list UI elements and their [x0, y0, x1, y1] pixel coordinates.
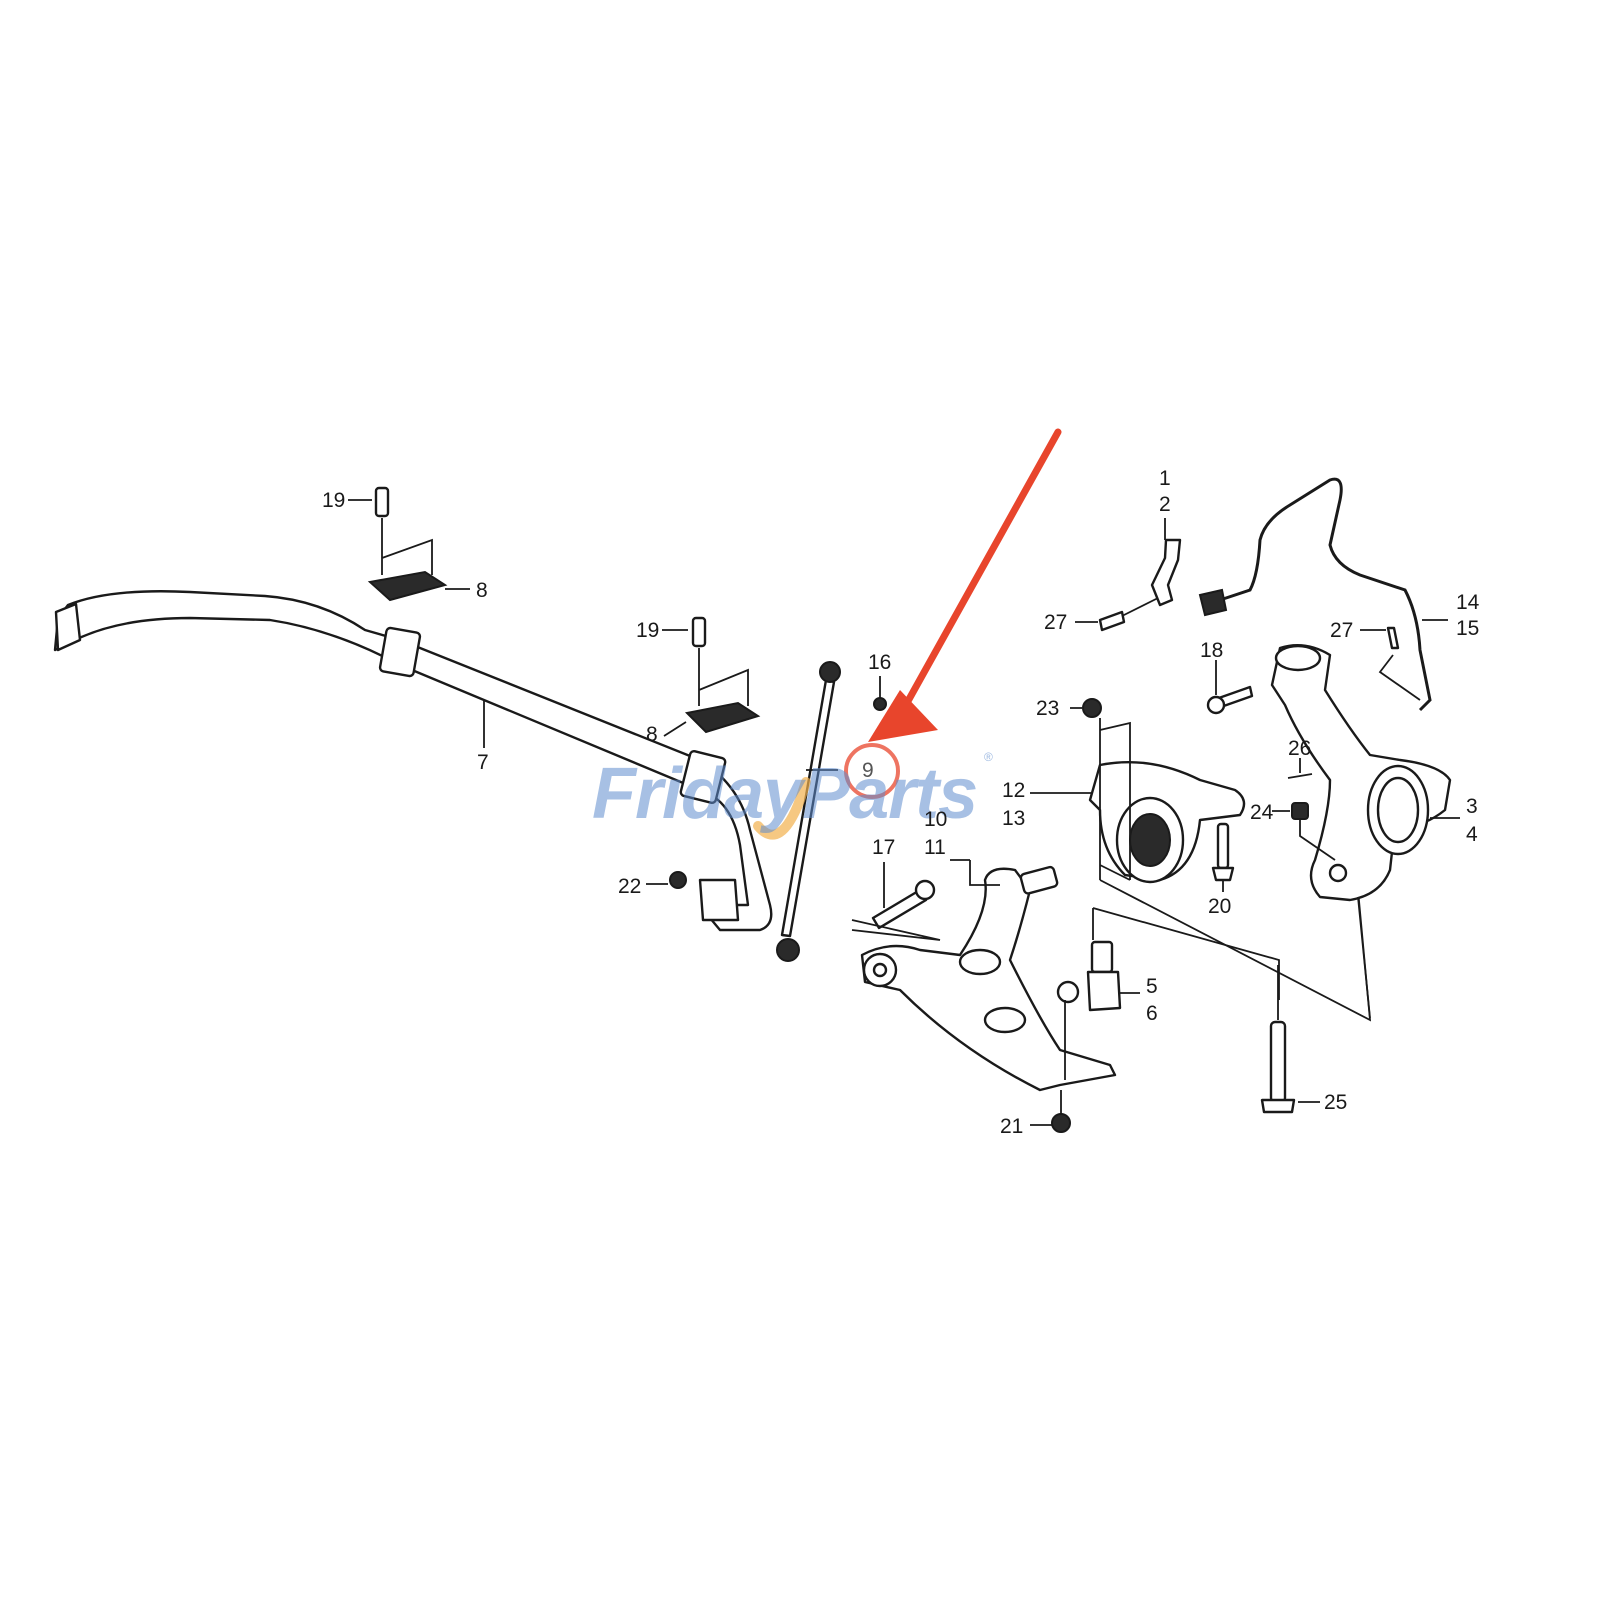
- lower-control-arm: [860, 859, 1117, 1092]
- wheel-speed-sensor: [1198, 477, 1448, 712]
- callout-13: 13: [1002, 807, 1026, 830]
- bolt-20: [1211, 822, 1235, 892]
- callout-3: 3: [1466, 795, 1478, 818]
- callout-12: 12: [1002, 779, 1026, 802]
- callout-23: 23: [1036, 697, 1060, 720]
- ball-joint: [1056, 907, 1280, 1080]
- callout-8-right: 8: [646, 723, 658, 746]
- callout-11: 11: [924, 836, 946, 859]
- callout-25: 25: [1324, 1091, 1348, 1114]
- callout-2: 2: [1159, 493, 1171, 516]
- callout-8-left: 8: [476, 579, 488, 602]
- callout-4: 4: [1466, 823, 1478, 846]
- callout-26: 26: [1288, 737, 1312, 760]
- callout-10: 10: [924, 808, 948, 831]
- callout-27-right: 27: [1330, 619, 1354, 642]
- sensor-bracket: [1075, 518, 1182, 632]
- callout-22: 22: [618, 875, 642, 898]
- callout-14: 14: [1456, 591, 1480, 614]
- callout-17: 17: [872, 836, 896, 859]
- bushing-holder-right: [662, 616, 761, 737]
- nut-21: [1030, 1090, 1071, 1133]
- bolt-18: [1206, 660, 1254, 715]
- cap-24: [1272, 802, 1336, 861]
- callout-16: 16: [868, 651, 892, 674]
- watermark-accent: [753, 777, 811, 840]
- watermark-logo: FridayParts: [592, 754, 978, 834]
- registered-mark: ®: [984, 750, 993, 764]
- bolt-17: [851, 862, 941, 941]
- callout-9: 9: [862, 759, 874, 782]
- callout-7: 7: [477, 751, 489, 774]
- callout-24: 24: [1250, 801, 1274, 824]
- steering-knuckle: [1270, 644, 1460, 1019]
- callout-1: 1: [1159, 467, 1171, 490]
- callout-15: 15: [1456, 617, 1480, 640]
- pin-26: [1287, 758, 1313, 779]
- callout-5: 5: [1146, 975, 1158, 998]
- callout-20: 20: [1208, 895, 1232, 918]
- callout-21: 21: [1000, 1115, 1024, 1138]
- callout-19-right: 19: [636, 619, 660, 642]
- callout-6: 6: [1146, 1002, 1158, 1025]
- compliance-bracket: [1030, 698, 1372, 1022]
- callout-18: 18: [1200, 639, 1224, 662]
- bolt-25: [1260, 965, 1320, 1114]
- bushing-holder-left: [348, 486, 470, 602]
- stabilizer-link: [646, 661, 887, 962]
- callout-27-left: 27: [1044, 611, 1068, 634]
- callout-19-left: 19: [322, 489, 346, 512]
- highlight-arrow: [844, 428, 1062, 799]
- stabilizer-bar: [53, 590, 773, 932]
